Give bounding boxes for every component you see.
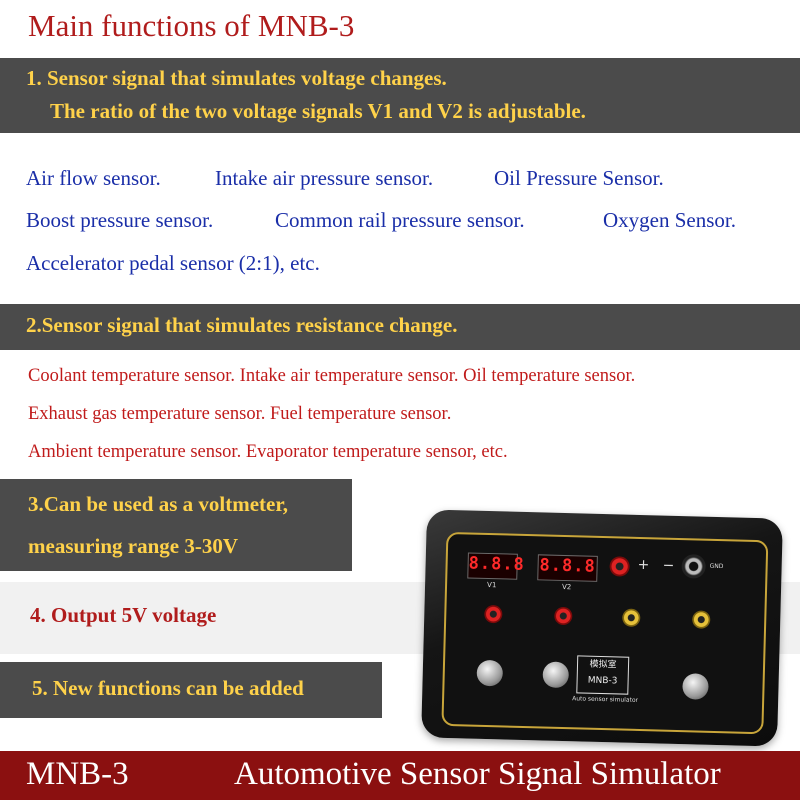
section5-text: 5. New functions can be added <box>32 676 304 700</box>
section2-heading: 2.Sensor signal that simulates resistanc… <box>26 313 458 337</box>
section4-text: 4. Output 5V voltage <box>30 603 217 627</box>
section1-subheading: The ratio of the two voltage signals V1 … <box>50 99 586 123</box>
knob-icon <box>682 673 709 700</box>
section1-heading: 1. Sensor signal that simulates voltage … <box>26 66 447 90</box>
sensor-item: Intake air pressure sensor. <box>215 166 434 190</box>
sensor-item: Accelerator pedal sensor (2:1), etc. <box>26 251 320 275</box>
sensor-item: Oxygen Sensor. <box>603 208 736 232</box>
section3-line2: measuring range 3-30V <box>28 534 238 558</box>
footer-description: Automotive Sensor Signal Simulator <box>234 756 721 792</box>
sensor-item: Boost pressure sensor. <box>26 208 214 232</box>
voltage-display-v2: 8.8.8 <box>537 554 598 582</box>
resistance-sensor-line: Coolant temperature sensor. Intake air t… <box>28 366 636 386</box>
signal-jack-icon <box>692 610 711 629</box>
gnd-label: GND <box>709 562 724 571</box>
signal-jack-icon <box>622 608 641 627</box>
section1-banner: 1. Sensor signal that simulates voltage … <box>0 58 800 133</box>
sensor-item: Air flow sensor. <box>26 166 161 190</box>
v2-label: V2 <box>561 582 572 592</box>
device-photo: 8.8.8 8.8.8 V1 V2 + − GND 模拟室 MNB-3 Auto… <box>421 509 783 747</box>
sensor-item: Common rail pressure sensor. <box>275 208 525 232</box>
signal-jack-icon <box>554 606 573 626</box>
footer-model: MNB-3 <box>26 756 129 792</box>
section3-banner: 3.Can be used as a voltmeter, measuring … <box>0 479 352 571</box>
positive-jack-icon <box>609 556 630 577</box>
resistance-sensor-line: Exhaust gas temperature sensor. Fuel tem… <box>28 404 452 424</box>
footer-banner: MNB-3 Automotive Sensor Signal Simulator <box>0 751 800 800</box>
device-subtitle: Auto sensor simulator <box>572 695 639 704</box>
knob-icon <box>542 661 570 689</box>
voltage-display-v1: 8.8.8 <box>467 552 525 580</box>
sensor-item: Oil Pressure Sensor. <box>494 166 664 190</box>
page-title: Main functions of MNB-3 <box>28 8 355 43</box>
ground-jack-icon <box>681 554 706 579</box>
section3-line1: 3.Can be used as a voltmeter, <box>28 492 288 516</box>
v1-label: V1 <box>486 580 497 590</box>
brand-chinese: 模拟室 <box>589 659 617 671</box>
device-panel: 8.8.8 8.8.8 V1 V2 + − GND 模拟室 MNB-3 Auto… <box>441 531 769 735</box>
minus-label: − <box>662 557 675 574</box>
knob-icon <box>476 659 504 687</box>
section5-banner: 5. New functions can be added <box>0 662 382 718</box>
device-brand-plate: 模拟室 MNB-3 <box>576 655 630 695</box>
signal-jack-icon <box>484 604 503 624</box>
plus-label: + <box>637 556 650 574</box>
section2-banner: 2.Sensor signal that simulates resistanc… <box>0 304 800 350</box>
resistance-sensor-line: Ambient temperature sensor. Evaporator t… <box>28 442 508 462</box>
brand-model: MNB-3 <box>587 675 618 687</box>
